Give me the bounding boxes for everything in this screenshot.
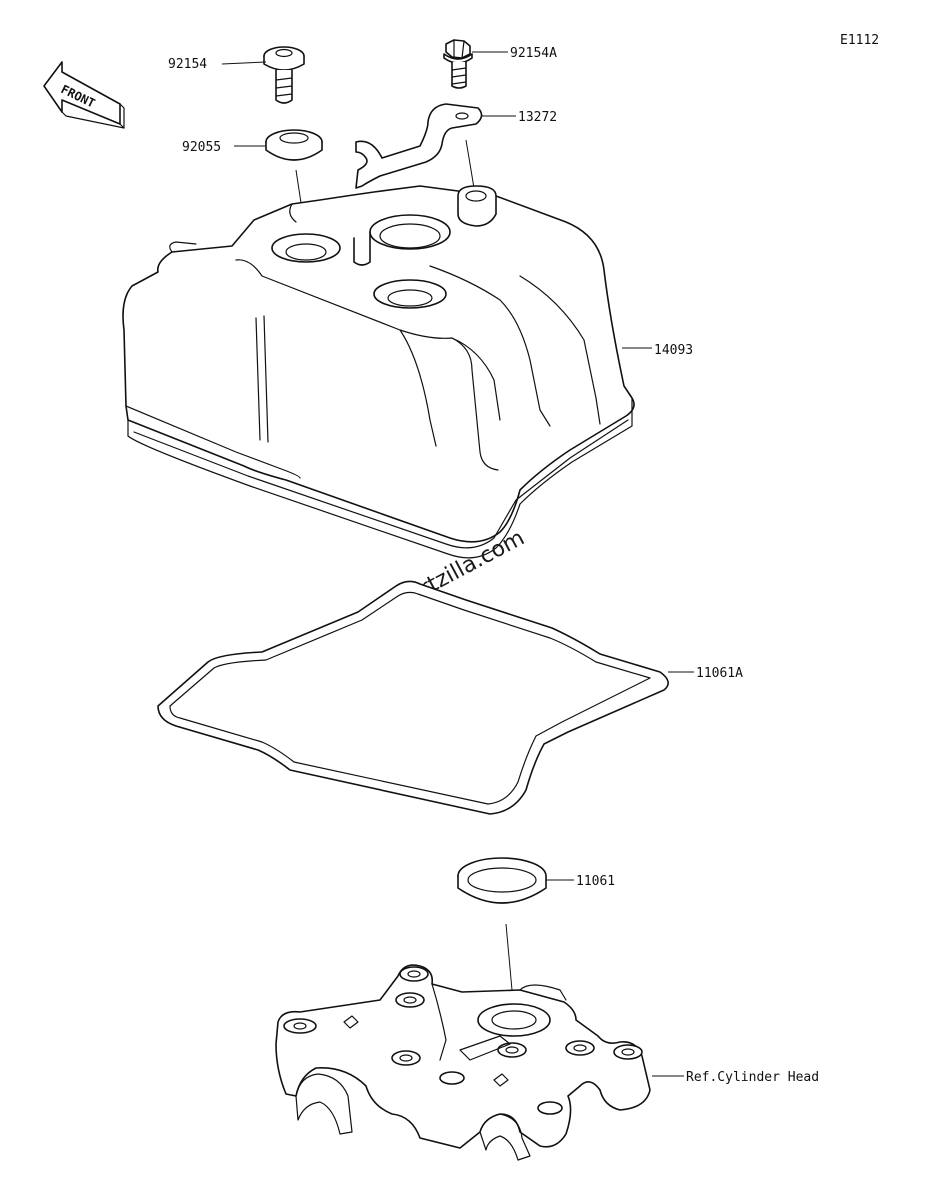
- bracket-13272[interactable]: [355, 103, 483, 189]
- washer-92055[interactable]: [265, 129, 323, 161]
- diagram-code: E1112: [840, 33, 879, 48]
- leader-13272-axis: [465, 139, 475, 189]
- callout-11061[interactable]: 11061: [576, 874, 615, 889]
- bolt-92154a[interactable]: [443, 39, 473, 89]
- cover-gasket-11061a[interactable]: [157, 580, 669, 815]
- cylinder-head-cover-14093[interactable]: [122, 185, 635, 559]
- callout-11061a[interactable]: 11061A: [696, 666, 743, 681]
- plug-gasket-11061[interactable]: [457, 857, 547, 904]
- callout-14093[interactable]: 14093: [654, 343, 693, 358]
- bolt-92154[interactable]: [263, 46, 305, 104]
- front-arrow-icon: FRONT: [43, 61, 125, 129]
- leader-92154: [221, 61, 267, 65]
- callout-92154[interactable]: 92154: [168, 57, 207, 72]
- cylinder-head-reference: [275, 964, 651, 1161]
- callout-92055[interactable]: 92055: [182, 140, 221, 155]
- callout-13272[interactable]: 13272: [518, 110, 557, 125]
- callout-reference[interactable]: Ref.Cylinder Head: [686, 1070, 819, 1085]
- callout-92154a[interactable]: 92154A: [510, 46, 557, 61]
- leader-11061-axis: [505, 923, 513, 991]
